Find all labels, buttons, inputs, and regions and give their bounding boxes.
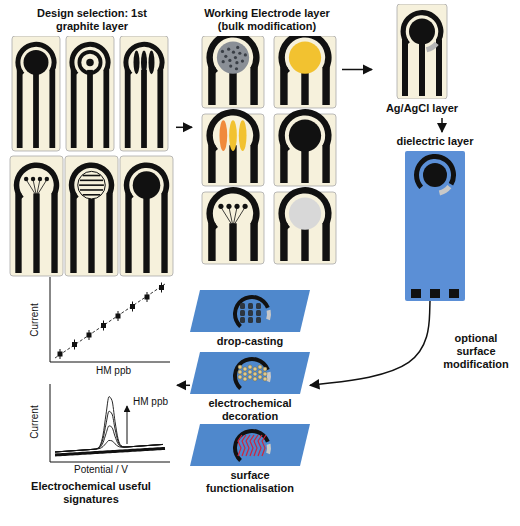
stage-heading: Ag/AgCl layer (372, 99, 472, 118)
electrode-strip (65, 156, 118, 276)
stage-illustration (385, 151, 485, 301)
dielectric-tile (190, 424, 310, 466)
edge-label: optional surface modification (436, 332, 516, 371)
electrode-strip (274, 36, 336, 108)
stage-illustration (8, 36, 176, 278)
reference-layer-panel: Ag/AgCl layer (372, 4, 472, 118)
graphite-design-panel: Design selection: 1st graphite layer (8, 4, 176, 278)
axis-label: Current (29, 303, 41, 336)
axis-label: HM ppb (133, 396, 168, 408)
process-arrow (176, 127, 192, 129)
stage-heading: surface functionalisation (190, 466, 310, 498)
process-arrow (441, 118, 443, 132)
electrode-strip (274, 187, 336, 264)
process-arrow (310, 301, 430, 385)
axis-label: HM ppb (96, 365, 131, 377)
modification-tile: electrochemical decoration (190, 352, 310, 426)
stage-illustration (190, 352, 310, 394)
stage-heading: drop-casting (190, 332, 310, 351)
stage-heading: Electrochemical useful signatures (5, 477, 177, 509)
electrode-strip (397, 4, 447, 99)
electrode-strip (12, 36, 60, 151)
stage-illustration (192, 36, 342, 266)
stage-illustration (5, 272, 177, 477)
dielectric-tile (190, 290, 310, 332)
electrode-strip (202, 109, 264, 186)
electrode-strip (274, 109, 336, 186)
electrode-strip (202, 187, 264, 264)
process-arrow (177, 385, 190, 387)
dielectric-panel: dielectric layer (385, 132, 485, 301)
working-electrode-panel: Working Electrode layer (bulk modificati… (192, 4, 342, 266)
electrode-strip (202, 36, 264, 108)
process-arrow (342, 69, 372, 71)
stage-illustration (190, 424, 310, 466)
stage-heading: Working Electrode layer (bulk modificati… (192, 4, 342, 36)
electrode-strip (120, 36, 168, 151)
dielectric-tile (190, 352, 310, 394)
stage-illustration (190, 290, 310, 332)
axis-label: Current (29, 405, 41, 438)
electrode-strip (10, 156, 63, 276)
stage-heading: electrochemical decoration (190, 394, 310, 426)
electrode-strip (66, 36, 114, 151)
modification-tile: drop-casting (190, 290, 310, 351)
stage-illustration (372, 4, 472, 99)
stage-heading: dielectric layer (385, 132, 485, 151)
axis-label: Potential / V (74, 464, 128, 476)
stage-heading: Design selection: 1st graphite layer (30, 4, 155, 36)
modification-tile: surface functionalisation (190, 424, 310, 498)
electrode-strip (120, 156, 173, 276)
